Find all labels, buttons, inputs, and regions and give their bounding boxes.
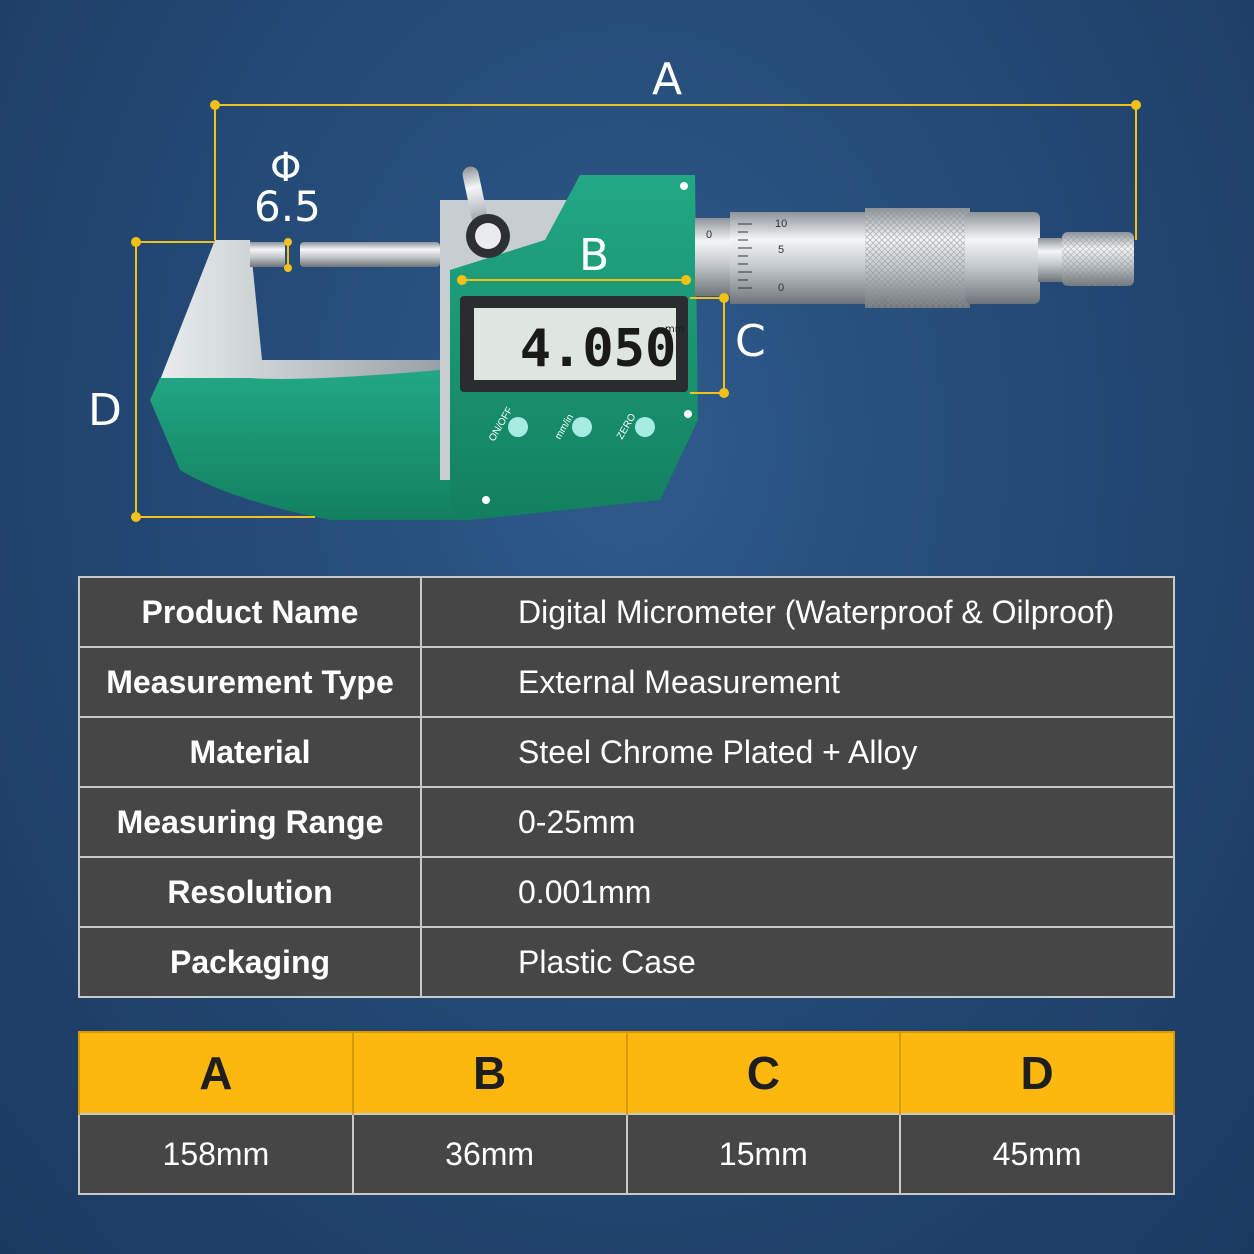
table-row: Material Steel Chrome Plated + Alloy bbox=[78, 716, 1175, 788]
dimension-header: A bbox=[78, 1031, 354, 1114]
spindle-diameter-value: 6.5 bbox=[254, 182, 321, 231]
thimble-scale-10: 10 bbox=[775, 218, 787, 230]
dimension-value: 158mm bbox=[78, 1113, 354, 1195]
dimension-lines bbox=[131, 100, 1141, 522]
thimble-knurl bbox=[865, 208, 970, 308]
dimension-header: C bbox=[625, 1031, 902, 1114]
dimension-value-row: 158mm 36mm 15mm 45mm bbox=[78, 1113, 1175, 1195]
table-row: Packaging Plastic Case bbox=[78, 926, 1175, 998]
on-off-button bbox=[508, 417, 528, 437]
table-row: Measuring Range 0-25mm bbox=[78, 786, 1175, 858]
lcd-screen bbox=[474, 308, 676, 380]
spec-value: 0.001mm bbox=[420, 856, 1175, 928]
spindle bbox=[300, 242, 440, 267]
dimension-header: B bbox=[351, 1031, 628, 1114]
mm-in-button bbox=[572, 417, 592, 437]
dimension-header-row: A B C D bbox=[78, 1031, 1175, 1114]
spindle-diameter-symbol: Φ bbox=[270, 145, 302, 191]
spec-value: External Measurement bbox=[420, 646, 1175, 718]
thimble-scale-0: 0 bbox=[778, 282, 784, 294]
spec-key: Measuring Range bbox=[78, 786, 422, 858]
frame-silver bbox=[160, 240, 440, 380]
dimension-header: D bbox=[899, 1031, 1175, 1114]
dimension-table: A B C D 158mm 36mm 15mm 45mm bbox=[78, 1031, 1175, 1195]
micrometer-figure: 4.050 mm ON/OFF mm/in ZERO 0 10 5 0 bbox=[0, 0, 1254, 560]
dimension-value: 36mm bbox=[351, 1113, 628, 1195]
lcd-unit: mm bbox=[665, 324, 684, 335]
spec-value: 0-25mm bbox=[420, 786, 1175, 858]
frame-green bbox=[150, 370, 470, 520]
spec-value: Plastic Case bbox=[420, 926, 1175, 998]
table-row: Measurement Type External Measurement bbox=[78, 646, 1175, 718]
table-row: Resolution 0.001mm bbox=[78, 856, 1175, 928]
spec-table: Product Name Digital Micrometer (Waterpr… bbox=[78, 576, 1175, 998]
thimble-ticks bbox=[738, 223, 752, 289]
zero-button bbox=[635, 417, 655, 437]
thimble-scale-5: 5 bbox=[778, 244, 784, 256]
dimension-label-d: D bbox=[88, 385, 122, 436]
dimension-label-a: A bbox=[652, 54, 683, 105]
thimble bbox=[730, 212, 870, 304]
spec-value: Digital Micrometer (Waterproof & Oilproo… bbox=[420, 576, 1175, 648]
dimension-label-b: B bbox=[579, 230, 610, 281]
anvil bbox=[250, 242, 285, 267]
spec-key: Packaging bbox=[78, 926, 422, 998]
ratchet-neck bbox=[1038, 238, 1066, 282]
sleeve-scale: 0 bbox=[706, 229, 712, 241]
dimension-value: 45mm bbox=[899, 1113, 1175, 1195]
spec-key: Measurement Type bbox=[78, 646, 422, 718]
spec-key: Resolution bbox=[78, 856, 422, 928]
micrometer-illustration: 4.050 mm ON/OFF mm/in ZERO 0 10 5 0 bbox=[131, 100, 1141, 522]
dimension-value: 15mm bbox=[625, 1113, 902, 1195]
spec-key: Material bbox=[78, 716, 422, 788]
spec-value: Steel Chrome Plated + Alloy bbox=[420, 716, 1175, 788]
table-row: Product Name Digital Micrometer (Waterpr… bbox=[78, 576, 1175, 648]
lcd-reading: 4.050 bbox=[520, 319, 677, 379]
spec-key: Product Name bbox=[78, 576, 422, 648]
dimension-label-c: C bbox=[735, 316, 766, 367]
thimble-end bbox=[965, 212, 1040, 304]
